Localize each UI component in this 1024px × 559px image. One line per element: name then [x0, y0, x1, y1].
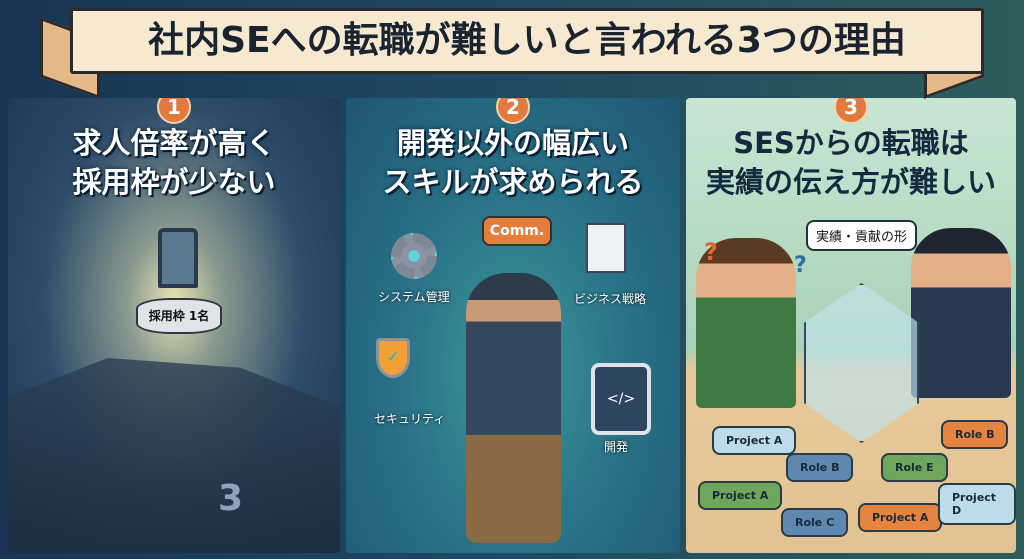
speech-bubble: 実績・貢献の形	[806, 220, 918, 251]
number-badge: 3	[834, 98, 868, 124]
candidate-illustration	[696, 238, 796, 408]
crowd-illustration	[8, 358, 340, 553]
question-mark: ?	[704, 238, 718, 266]
puzzle-piece: Project A	[698, 481, 783, 510]
puzzle-piece: Project A	[858, 503, 943, 532]
label-business-strategy: ビジネス戦略	[574, 292, 647, 306]
shield-check-icon: ✓	[376, 338, 410, 378]
panel-title: 求人倍率が高く採用枠が少ない	[72, 126, 276, 199]
pedestal: 採用枠 1名	[136, 298, 222, 334]
puzzle-piece: Role B	[786, 453, 854, 482]
comm-speech-bubble: Comm.	[482, 216, 552, 246]
glass-prism	[804, 283, 919, 443]
label-development: 開発	[604, 440, 629, 454]
number-badge: 1	[157, 98, 191, 124]
puzzle-piece: Role B	[941, 420, 1009, 449]
businessman-illustration	[466, 273, 561, 543]
interviewer-illustration	[911, 228, 1011, 398]
panel-reason-3: 3 SESからの転職は実績の伝え方が難しい 実績・貢献の形 ? ? Projec…	[686, 98, 1016, 553]
gear-icon	[391, 233, 437, 279]
label-system-admin: システム管理	[378, 290, 450, 304]
puzzle-piece: Role E	[881, 453, 948, 482]
page-title: 社内SEへの転職が難しいと言われる3つの理由	[70, 8, 984, 74]
panel-title: 開発以外の幅広いスキルが求められる	[382, 126, 644, 199]
panel-title: SESからの転職は実績の伝え方が難しい	[705, 126, 996, 199]
question-mark: ?	[794, 253, 807, 278]
panel-reason-2: 2 開発以外の幅広いスキルが求められる システム管理 Comm. ビジネス戦略 …	[346, 98, 680, 553]
floor-number: 3	[218, 478, 244, 519]
document-icon	[586, 223, 626, 273]
puzzle-piece: Role C	[781, 508, 849, 537]
tablet-icon: </>	[591, 363, 651, 435]
chair-icon	[158, 228, 198, 288]
puzzle-piece: Project A	[712, 426, 797, 455]
label-security: セキュリティ	[374, 412, 446, 426]
number-badge: 2	[496, 98, 530, 124]
puzzle-piece: Project D	[938, 483, 1016, 525]
panel-reason-1: 1 求人倍率が高く採用枠が少ない 採用枠 1名 3	[8, 98, 340, 553]
